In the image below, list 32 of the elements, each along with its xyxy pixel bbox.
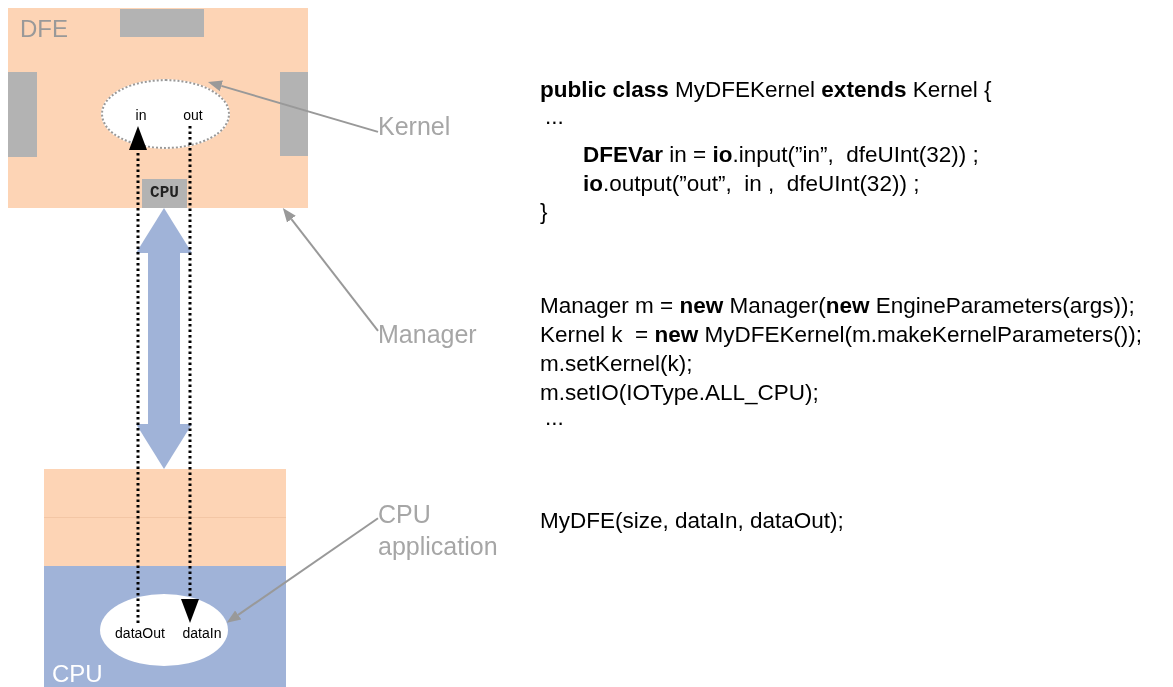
leader-line: [282, 208, 379, 332]
port-label: in: [130, 105, 152, 126]
dfe-box: [8, 8, 308, 208]
code-line: public class MyDFEKernel extends Kernel {: [540, 77, 992, 103]
code-line: }: [540, 199, 548, 225]
port-label: dataIn: [175, 623, 229, 644]
leader-line: [226, 517, 379, 623]
double-arrow: [136, 208, 192, 469]
cpu-port-block: CPU: [142, 179, 187, 208]
box-title: DFE: [20, 16, 68, 42]
box-title: CPU: [52, 661, 103, 687]
callout-label: Manager: [378, 318, 498, 350]
dotted-arrow: [181, 126, 199, 623]
leader-line: [207, 80, 379, 133]
interface-block: [280, 72, 308, 156]
interface-block: [120, 9, 204, 37]
dotted-arrow: [129, 126, 147, 623]
code-line: Kernel k = new MyDFEKernel(m.makeKernelParameters());: [540, 322, 1143, 348]
interface-block: [8, 72, 37, 157]
code-line: MyDFE(size, dataIn, dataOut);: [540, 508, 844, 534]
callout-label: CPU application: [378, 498, 528, 562]
code-line: m.setIO(IOType.ALL_CPU);: [540, 380, 819, 406]
code-line: ...: [545, 104, 564, 130]
code-line: Manager m = new Manager(new EngineParameters(args));: [540, 293, 1135, 319]
code-line: io.output(”out”, in , dfeUInt(32)) ;: [583, 171, 920, 197]
code-line: m.setKernel(k);: [540, 351, 693, 377]
port-label: out: [178, 105, 208, 126]
port-label: dataOut: [107, 623, 173, 644]
code-line: ...: [545, 405, 564, 431]
cpu-stack-box: [44, 469, 286, 687]
code-line: DFEVar in = io.input(”in”, dfeUInt(32)) ;: [583, 142, 979, 168]
callout-label: Kernel: [378, 110, 468, 142]
